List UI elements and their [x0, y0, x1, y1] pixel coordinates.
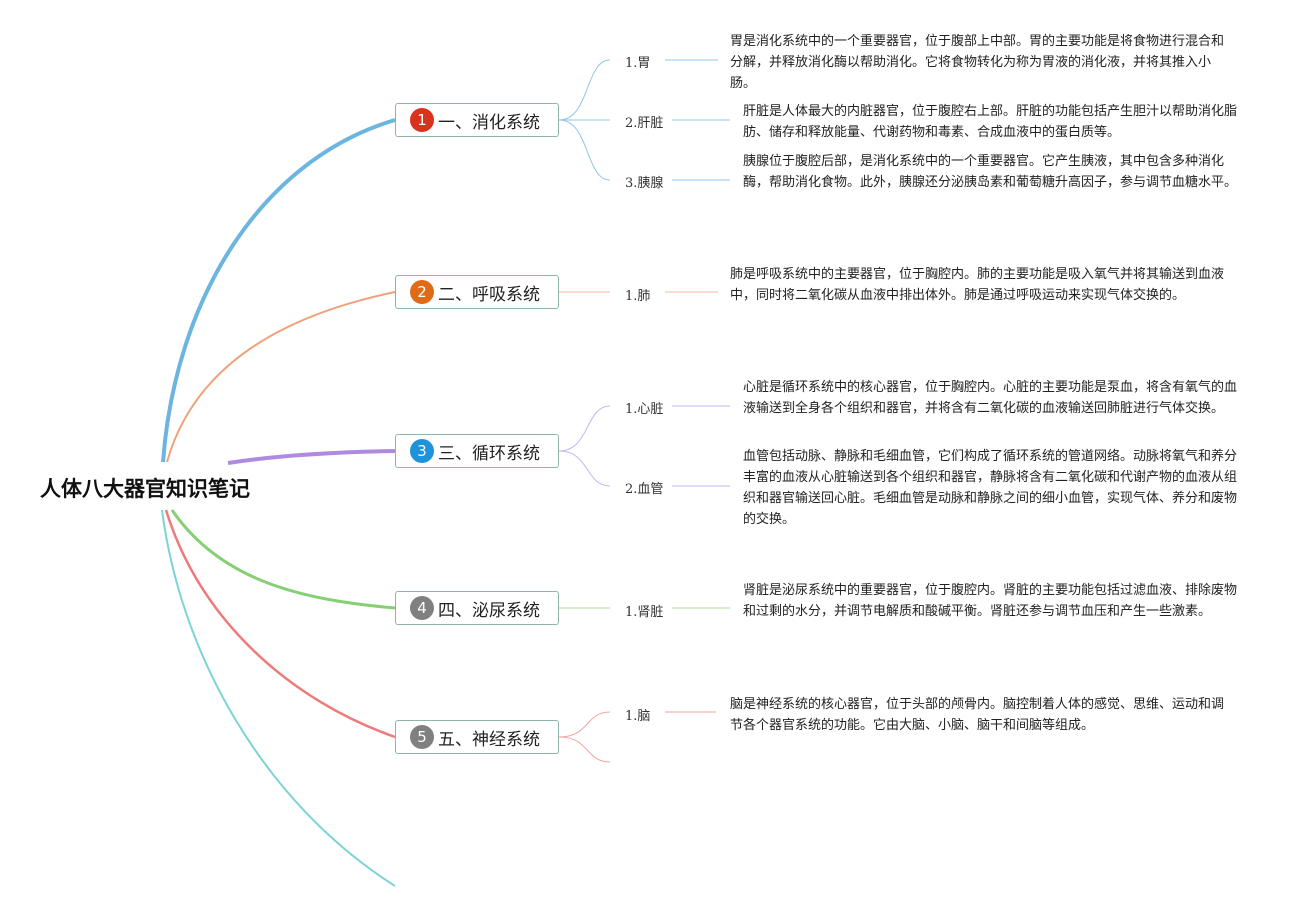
leaf-brain[interactable]: 1.脑 [625, 709, 651, 724]
leaf-lung[interactable]: 1.肺 [625, 289, 651, 304]
branch1-link-1 [558, 59, 611, 121]
leaf-heart[interactable]: 1.心脏 [625, 402, 664, 417]
branch-urinary-system[interactable]: 4 四、泌尿系统 [395, 591, 559, 625]
leaf-kidney[interactable]: 1.肾脏 [625, 605, 664, 620]
desc-pancreas: 胰腺位于腹腔后部，是消化系统中的一个重要器官。它产生胰液，其中包含多种消化酶，帮… [743, 154, 1238, 190]
branch3-link-1 [558, 405, 611, 452]
branch-label: 三、循环系统 [438, 443, 540, 464]
branch3-link-2 [558, 450, 611, 487]
branch5-link-1 [558, 711, 611, 738]
desc-lung: 肺是呼吸系统中的主要器官，位于胸腔内。肺的主要功能是吸入氧气并将其输送到血液中，… [730, 267, 1225, 303]
badge-number-5: 5 [410, 725, 434, 749]
branch-label: 二、呼吸系统 [438, 284, 540, 305]
branch-circulatory-system[interactable]: 3 三、循环系统 [395, 434, 559, 468]
root-link-5 [164, 509, 396, 739]
branch5-link-2 [558, 736, 611, 763]
branch-label: 五、神经系统 [438, 729, 540, 750]
badge-number-4: 4 [410, 596, 434, 620]
leaf-stomach[interactable]: 1.胃 [625, 56, 651, 71]
badge-number-3: 3 [410, 439, 434, 463]
desc-heart: 心脏是循环系统中的核心器官，位于胸腔内。心脏的主要功能是泵血，将含有氧气的血液输… [743, 380, 1238, 416]
branch1-link-3 [558, 119, 611, 181]
root-topic[interactable]: 人体八大器官知识笔记 [40, 477, 250, 501]
root-link-1 [161, 118, 396, 463]
branch-digestive-system[interactable]: 1 一、消化系统 [395, 103, 559, 137]
desc-brain: 脑是神经系统的核心器官，位于头部的颅骨内。脑控制着人体的感觉、思维、运动和调节各… [730, 697, 1225, 733]
badge-number-2: 2 [410, 280, 434, 304]
branch-label: 四、泌尿系统 [438, 600, 540, 621]
leaf-blood-vessels[interactable]: 2.血管 [625, 482, 664, 497]
root-link-2 [166, 291, 396, 463]
root-link-4 [170, 509, 396, 610]
root-link-3 [227, 449, 396, 465]
leaf-pancreas[interactable]: 3.胰腺 [625, 176, 664, 191]
desc-stomach: 胃是消化系统中的一个重要器官，位于腹部上中部。胃的主要功能是将食物进行混合和分解… [730, 34, 1225, 91]
badge-number-1: 1 [410, 108, 434, 132]
branch-label: 一、消化系统 [438, 112, 540, 133]
leaf-liver[interactable]: 2.肝脏 [625, 116, 664, 131]
desc-kidney: 肾脏是泌尿系统中的重要器官，位于腹腔内。肾脏的主要功能包括过滤血液、排除废物和过… [743, 583, 1238, 619]
desc-liver: 肝脏是人体最大的内脏器官，位于腹腔右上部。肝脏的功能包括产生胆汁以帮助消化脂肪、… [743, 104, 1238, 140]
root-link-6 [161, 509, 396, 887]
branch-respiratory-system[interactable]: 2 二、呼吸系统 [395, 275, 559, 309]
branch-nervous-system[interactable]: 5 五、神经系统 [395, 720, 559, 754]
desc-blood-vessels: 血管包括动脉、静脉和毛细血管，它们构成了循环系统的管道网络。动脉将氧气和养分丰富… [743, 449, 1238, 527]
